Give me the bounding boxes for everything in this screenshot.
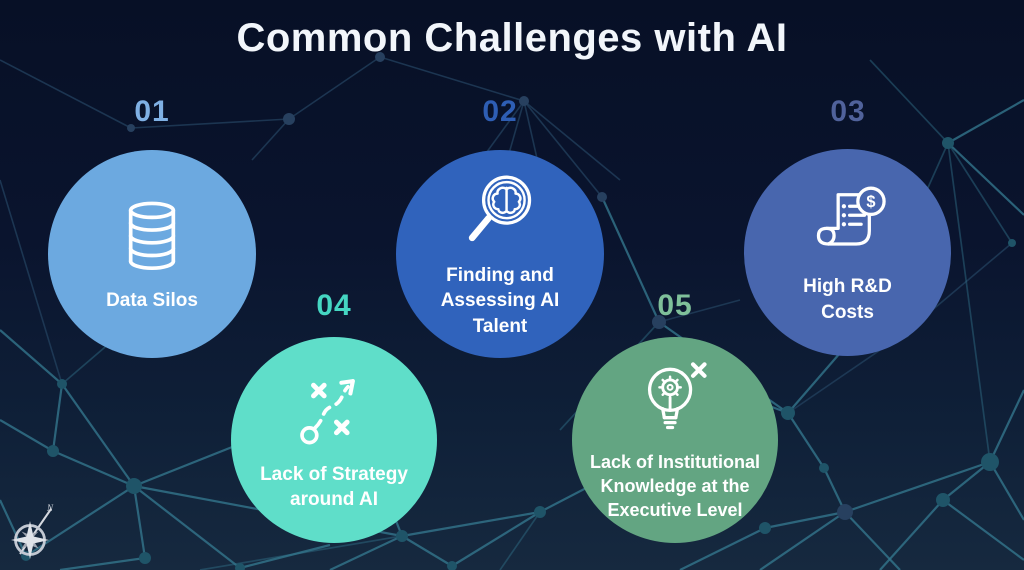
dollar-sign-glyph: $ (866, 193, 875, 211)
challenge-circle-data-silos: Data Silos (48, 150, 256, 358)
challenge-number-1: 01 (134, 95, 170, 128)
magnifier-brain-icon (468, 175, 532, 242)
receipt-dollar-icon: $ (816, 186, 886, 247)
strategy-arrow-icon (300, 378, 355, 445)
challenge-label-institutional-knowledge: Lack of Institutional Knowledge at the E… (589, 452, 760, 520)
challenge-circle-institutional-knowledge: Lack of Institutional Knowledge at the E… (572, 337, 778, 543)
lightbulb-gear-icon (647, 362, 707, 430)
challenge-number-5: 05 (657, 289, 693, 322)
challenge-number-4: 04 (316, 289, 352, 322)
compass-north-label: N (46, 503, 54, 513)
challenge-label-strategy: Lack of Strategy around AI (260, 463, 408, 510)
challenge-circle-strategy: Lack of Strategy around AI (231, 337, 437, 543)
challenge-circle-ai-talent: Finding and Assessing AI Talent (396, 150, 604, 358)
page-title: Common Challenges with AI (236, 16, 788, 60)
challenge-label-data-silos: Data Silos (106, 290, 198, 312)
compass-logo: N (11, 503, 54, 559)
challenge-label-ai-talent: Finding and Assessing AI Talent (440, 265, 560, 337)
challenge-circle-rd-costs: $ High R&D Costs (744, 149, 951, 356)
challenge-label-rd-costs: High R&D Costs (803, 276, 892, 323)
challenge-number-2: 02 (482, 95, 518, 128)
compass-star-cardinal (11, 521, 49, 559)
database-icon (128, 202, 176, 271)
challenge-number-3: 03 (830, 95, 866, 128)
